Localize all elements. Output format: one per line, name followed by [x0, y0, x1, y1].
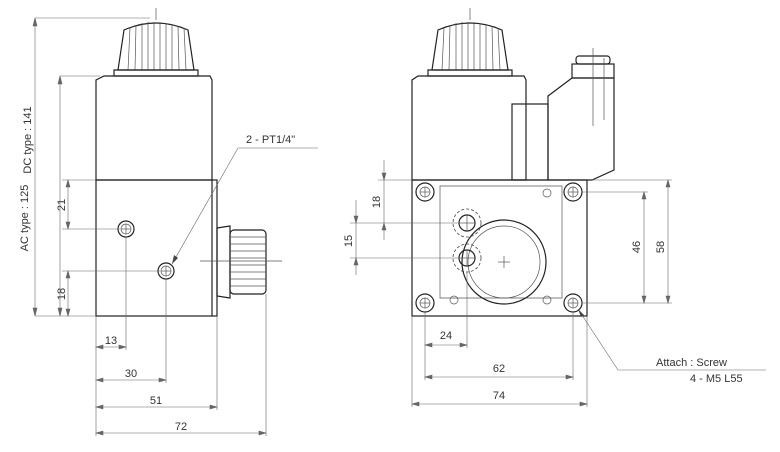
side-port-upper [117, 220, 135, 238]
side-manual-knob-cap [229, 229, 267, 295]
port-callout-label: 2 - PT1/4" [246, 134, 295, 146]
side-dim-18: 18 [56, 288, 68, 300]
front-bore [461, 219, 547, 305]
side-dim-13: 13 [105, 335, 117, 347]
front-dim-18: 18 [371, 196, 383, 208]
side-knob-ribs [127, 22, 187, 71]
attach-label-line1: Attach : Screw [656, 357, 727, 369]
front-connector-box [511, 103, 549, 181]
side-port-vertical-dims [62, 178, 160, 318]
mounting-screw-tr [563, 182, 583, 202]
front-hole-br [542, 295, 552, 305]
front-dim-15: 15 [343, 235, 355, 247]
attach-label-line2: 4 - M5 L55 [690, 373, 743, 385]
front-dim-46: 46 [631, 241, 643, 253]
side-dim-30: 30 [125, 368, 137, 380]
front-view: 18 15 46 58 [343, 8, 766, 407]
front-dim-58: 58 [655, 241, 667, 253]
front-knob-collar [427, 69, 513, 77]
side-body [95, 179, 218, 317]
side-height-dims [32, 17, 150, 317]
side-horizontal-dims [94, 237, 268, 436]
front-knob-ribs [441, 22, 501, 71]
ac-type-label: AC type : 125 [19, 185, 31, 252]
front-knob [431, 22, 509, 71]
front-right-dims [582, 178, 672, 305]
side-dim-72: 72 [175, 421, 187, 433]
front-port-upper [452, 208, 482, 238]
side-port-lower [157, 262, 175, 280]
attach-callout-leader [577, 308, 766, 371]
side-manual-knob [216, 225, 231, 299]
front-base [411, 179, 588, 317]
front-left-dims [350, 160, 459, 275]
side-manual-knob-ribs [230, 236, 266, 287]
front-dim-74: 74 [493, 390, 505, 402]
side-dim-21: 21 [56, 199, 68, 211]
side-coil [95, 75, 213, 181]
front-base-inner [439, 185, 563, 299]
mounting-screw-tl [415, 182, 435, 202]
front-hole-tr [542, 188, 552, 198]
mounting-screw-bl [415, 293, 435, 313]
side-view: DC type : 141 AC type : 125 21 18 [19, 8, 318, 436]
front-dim-24: 24 [440, 330, 452, 342]
mounting-screw-br [563, 293, 583, 313]
front-bottom-dims [410, 272, 589, 407]
side-knob-collar [113, 69, 199, 77]
front-coil [411, 75, 527, 181]
front-dim-62: 62 [493, 363, 505, 375]
front-hole-bl [449, 295, 459, 305]
port-callout-leader [171, 147, 318, 265]
side-dim-51: 51 [150, 395, 162, 407]
dc-type-label: DC type : 141 [22, 106, 34, 173]
side-knob [117, 22, 195, 71]
